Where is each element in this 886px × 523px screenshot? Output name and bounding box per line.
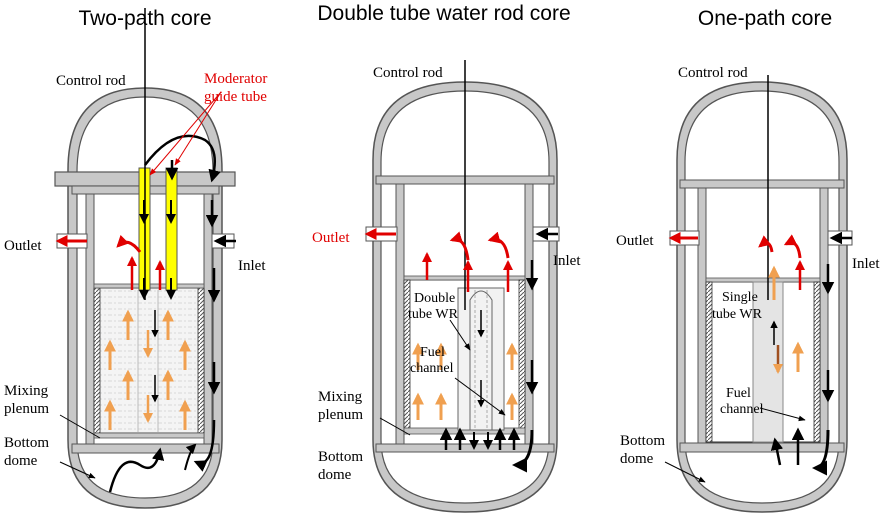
bottom-dome-label: dome [4, 453, 38, 469]
bottom-leader-line [664, 461, 706, 483]
panel-title: Double tube water rod core [317, 2, 570, 25]
bottom-dome-label: Bottom [620, 433, 665, 449]
fuel-leader-line [759, 407, 806, 422]
control-rod-label: Control rod [373, 65, 443, 81]
flow-arrows [668, 231, 852, 476]
flow-arrows [55, 134, 236, 493]
bottom-leader-line [59, 461, 96, 479]
mixing-plenum-label: Mixing [4, 383, 49, 399]
panel-double-tube-water-rod-core: Double tube water rod core [312, 2, 581, 513]
panel-two-path-core: Two-path core [4, 7, 267, 509]
mixing-leader-line [59, 414, 101, 439]
control-rod-label: Control rod [56, 73, 126, 89]
moderator-leader-line [174, 91, 222, 166]
mixing-plenum-label: Mixing [318, 389, 363, 405]
moderator-guide-tube [165, 167, 178, 291]
wr-label: Single [722, 290, 758, 305]
bottom-dome-label: Bottom [4, 435, 49, 451]
wr-label: Double [414, 291, 455, 306]
core-region [705, 277, 821, 443]
moderator-leader-line [149, 91, 222, 176]
mixing-plenum-label: plenum [318, 407, 363, 423]
outlet-label: Outlet [616, 233, 654, 249]
fuel-channel-label: Fuel [420, 345, 445, 360]
panel-title: One-path core [698, 7, 832, 30]
wr-label: tube WR [712, 307, 763, 322]
fuel-channel-label: channel [720, 402, 764, 417]
bottom-dome-label: dome [318, 467, 352, 483]
inlet-label: Inlet [553, 253, 581, 269]
wr-leader-line [449, 319, 471, 351]
flow-arrows [364, 227, 558, 473]
outlet-label: Outlet [4, 238, 42, 254]
control-rod-label: Control rod [678, 65, 748, 81]
fuel-channel-label: channel [410, 361, 454, 376]
panel-one-path-core: One-path core [616, 7, 880, 513]
inlet-label: Inlet [852, 256, 880, 272]
outlet-label: Outlet [312, 230, 350, 246]
moderator-label: guide tube [204, 89, 267, 105]
bottom-dome-label: dome [620, 451, 654, 467]
wr-label: tube WR [408, 307, 459, 322]
moderator-label: Moderator [204, 71, 267, 87]
inlet-label: Inlet [238, 258, 266, 274]
fuel-leader-line [454, 377, 506, 416]
mixing-plenum-label: plenum [4, 401, 49, 417]
fuel-channel-label: Fuel [726, 386, 751, 401]
mixing-leader-line [379, 417, 411, 436]
bottom-dome-label: Bottom [318, 449, 363, 465]
